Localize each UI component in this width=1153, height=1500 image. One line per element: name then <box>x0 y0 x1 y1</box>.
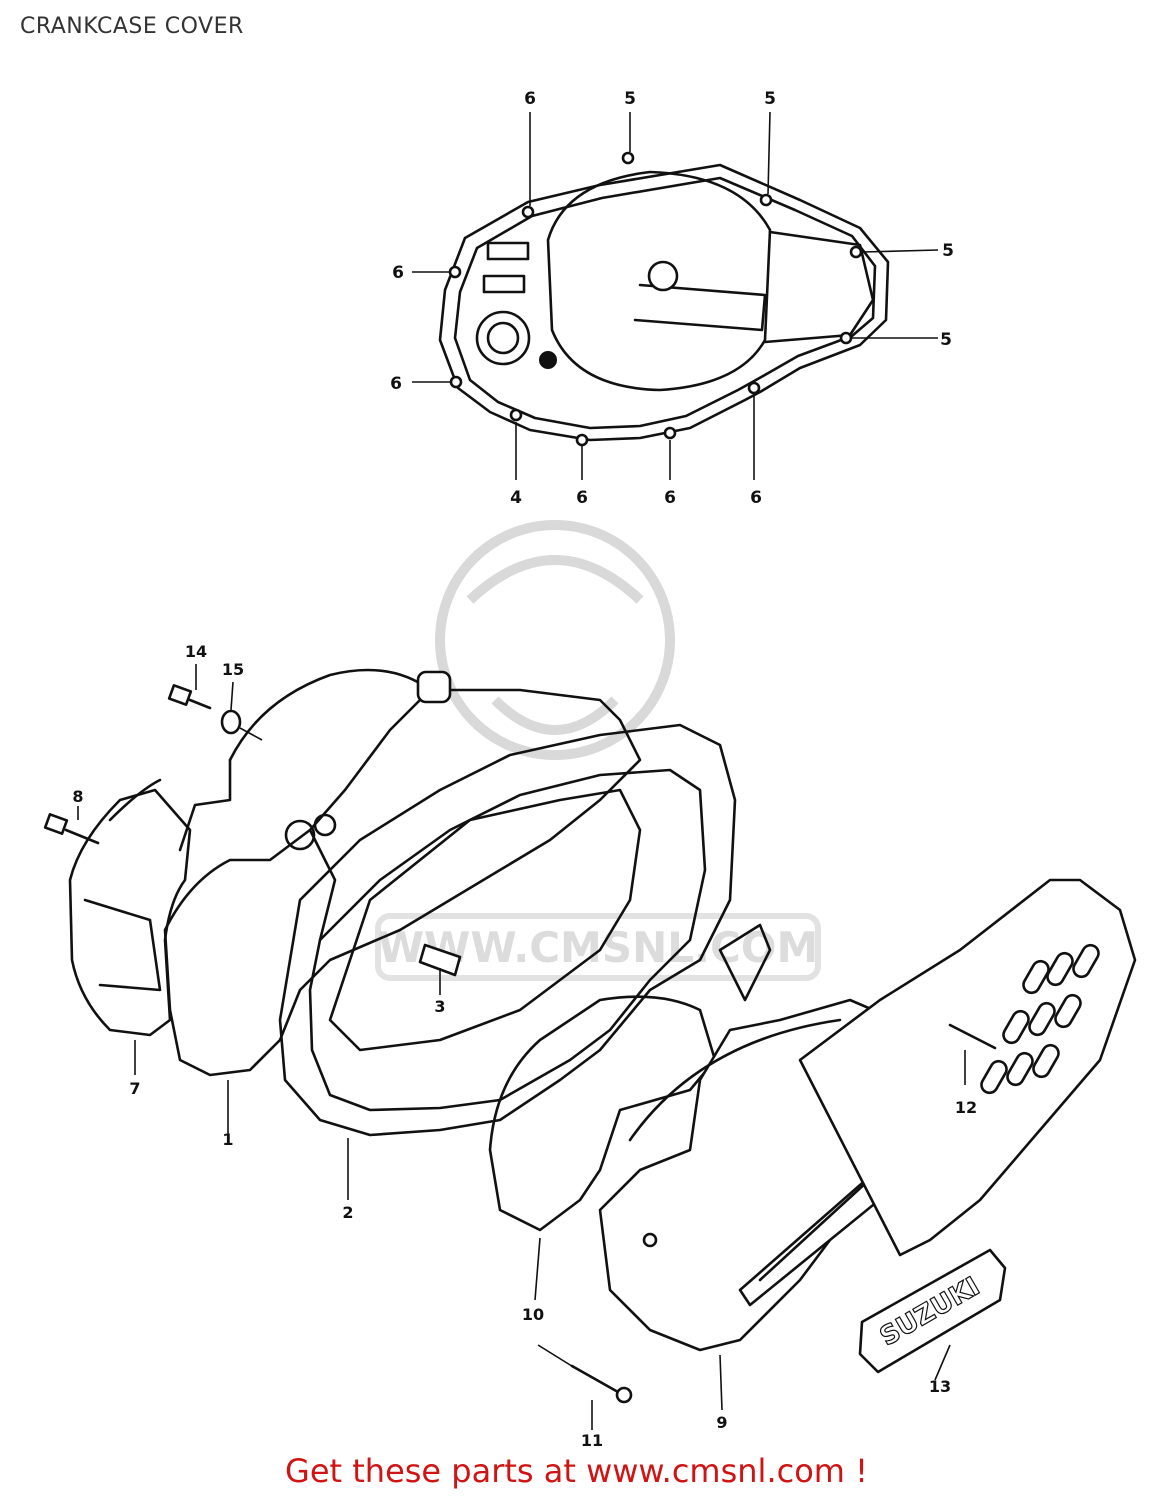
label-part-1: 1 <box>222 1130 233 1149</box>
page-title: CRANKCASE COVER <box>20 14 244 39</box>
label-bottom-6b: 6 <box>664 488 676 508</box>
label-part-13: 13 <box>929 1377 951 1396</box>
label-bottom-6c: 6 <box>750 488 762 508</box>
label-bottom-4: 4 <box>510 488 522 508</box>
label-left-6a: 6 <box>392 263 404 283</box>
label-left-6b: 6 <box>390 374 402 394</box>
label-top-5b: 5 <box>764 89 776 109</box>
part-12-guard <box>798 878 1137 1257</box>
part-11-bolt <box>537 1344 633 1430</box>
part-13-badge: SUZUKI <box>858 1248 1007 1381</box>
part-10-gasket <box>488 923 772 1232</box>
label-part-14: 14 <box>185 642 207 661</box>
part-14-bolt <box>167 664 212 710</box>
part-2-gasket <box>278 723 737 1137</box>
label-part-12: 12 <box>955 1098 977 1117</box>
label-part-10: 10 <box>522 1305 544 1324</box>
label-part-11: 11 <box>581 1431 603 1450</box>
footer-link[interactable]: Get these parts at www.cmsnl.com ! <box>285 1452 868 1490</box>
label-top-5a: 5 <box>624 89 636 109</box>
part-8-screw <box>43 806 100 845</box>
label-top-6: 6 <box>524 89 536 109</box>
top-cover-view <box>412 111 939 480</box>
label-part-15: 15 <box>222 660 244 679</box>
label-part-7: 7 <box>129 1079 140 1098</box>
label-part-9: 9 <box>716 1413 727 1432</box>
label-bottom-6a: 6 <box>576 488 588 508</box>
label-part-3: 3 <box>434 997 445 1016</box>
watermark-logo: WWW.CMSNL.COM <box>375 520 821 981</box>
label-part-8: 8 <box>72 787 83 806</box>
part-1-crankcase-cover <box>163 668 642 1077</box>
part-15-washer <box>220 681 263 741</box>
label-right-5a: 5 <box>942 241 954 261</box>
label-part-2: 2 <box>342 1203 353 1222</box>
part-7-inner-cover <box>68 778 192 1037</box>
part-3-dowel-pin <box>418 943 462 995</box>
label-right-5b: 5 <box>940 330 952 350</box>
